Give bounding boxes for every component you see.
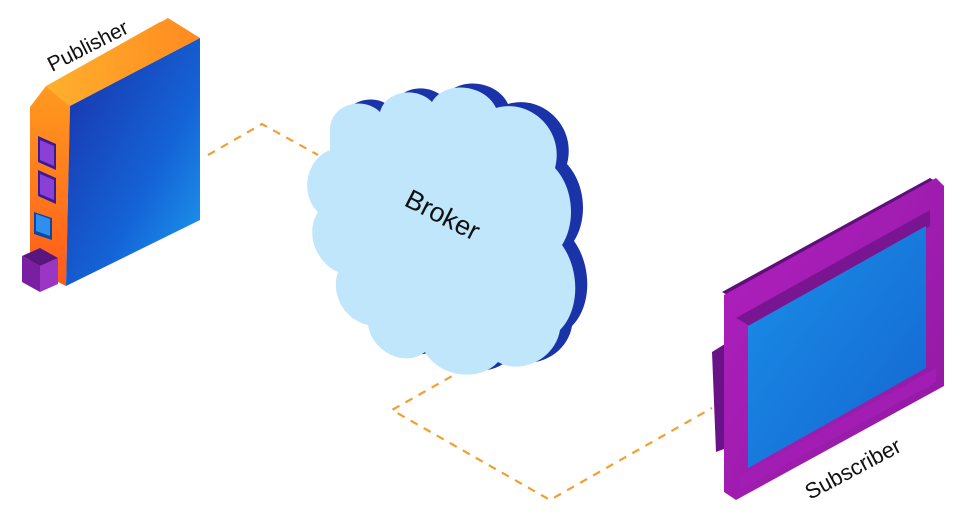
broker-cloud-icon: [307, 83, 588, 375]
link-publisher-broker: [207, 122, 319, 156]
publisher-server-icon: [22, 18, 200, 292]
subscriber-monitor-icon: [712, 178, 944, 500]
